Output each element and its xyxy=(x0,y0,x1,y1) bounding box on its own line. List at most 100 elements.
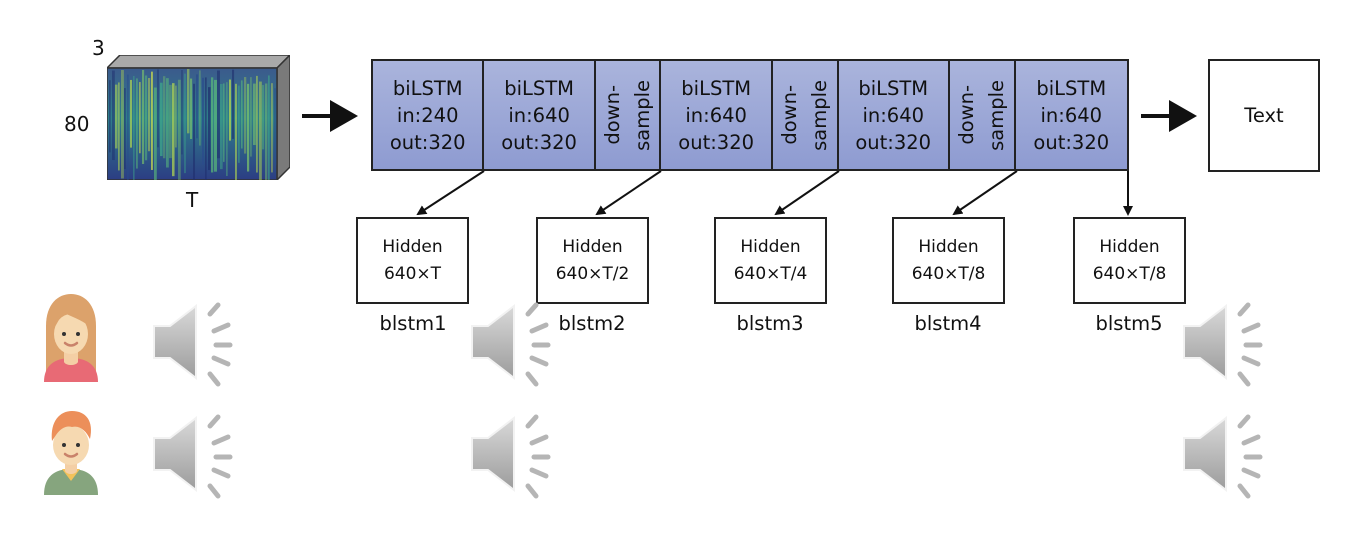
spectrogram-stripe xyxy=(199,70,201,146)
block-output-dim: out:320 xyxy=(1033,130,1110,154)
spectrogram-stripe xyxy=(130,79,132,148)
spectrogram-stripe xyxy=(157,69,159,148)
spectrogram-stripe xyxy=(250,77,252,157)
spectrogram-stripe xyxy=(247,83,250,172)
spectrogram-stripe xyxy=(151,71,153,170)
hidden-box-4: Hidden 640×T/8 xyxy=(892,217,1005,304)
hidden-arrow-3 xyxy=(774,170,840,216)
downsample-label-1: down- xyxy=(777,85,801,145)
spectrogram-stripe xyxy=(124,88,126,170)
male-avatar-icon xyxy=(44,411,98,495)
hidden-title: Hidden xyxy=(740,236,801,257)
hidden-shape: 640×T xyxy=(383,263,442,284)
bilstm-block-4: biLSTM in:640 out:320 xyxy=(839,61,950,169)
block-name: biLSTM xyxy=(392,76,463,100)
block-input-dim: in:640 xyxy=(508,103,570,127)
spectrogram-stripe xyxy=(274,88,277,165)
block-name: biLSTM xyxy=(681,76,752,100)
block-name: biLSTM xyxy=(858,76,929,100)
spectrogram-stripe xyxy=(238,85,240,163)
downsample-label-2: sample xyxy=(807,79,831,151)
spectrogram-stripe xyxy=(187,69,190,134)
spectrogram-stripe xyxy=(232,69,235,139)
spectrogram-stripe xyxy=(265,83,268,180)
block-input-dim: in:240 xyxy=(396,103,459,127)
spectrogram-stripe xyxy=(133,76,135,180)
hidden-name-2: blstm2 xyxy=(558,312,626,335)
hidden-title: Hidden xyxy=(1099,236,1160,257)
block-input-dim: in:640 xyxy=(685,103,747,127)
spectrogram-stripe xyxy=(115,84,118,149)
spectrogram-stripe xyxy=(181,70,183,155)
spectrogram-stripe xyxy=(214,79,217,172)
hidden-name-4: blstm4 xyxy=(914,312,982,335)
downsample-label-1: down- xyxy=(600,85,624,145)
speaker-icon[interactable] xyxy=(468,412,560,504)
spectrogram-stripe xyxy=(235,83,237,180)
spectrogram-input xyxy=(107,55,290,180)
hidden-box-5: Hidden 640×T/8 xyxy=(1073,217,1186,304)
encoder-pipeline: biLSTM in:240 out:320 biLSTM in:640 out:… xyxy=(371,59,1129,171)
spectrogram-stripe xyxy=(160,82,163,157)
spectrogram-stripe xyxy=(175,85,177,148)
spectrogram-stripe xyxy=(271,83,273,173)
spectrogram-stripe xyxy=(220,84,223,170)
spectrogram-stripe xyxy=(154,87,157,180)
spectrogram-stripe xyxy=(145,75,148,161)
hidden-arrow-2 xyxy=(595,170,662,216)
block-output-dim: out:320 xyxy=(678,130,755,154)
spectrogram-stripe xyxy=(190,78,193,139)
spectrogram-stripe xyxy=(244,77,247,154)
spectrogram-stripe xyxy=(226,82,228,177)
spectrogram-stripe xyxy=(112,70,115,161)
spectrogram-stripe xyxy=(208,87,211,171)
spectrogram-stripe xyxy=(229,79,231,141)
spectrogram-stripe xyxy=(178,79,181,180)
spectrogram-stripe xyxy=(223,83,225,162)
spectrogram-stripe xyxy=(259,81,262,180)
hidden-title: Hidden xyxy=(918,236,979,257)
speaker-icon[interactable] xyxy=(1180,412,1272,504)
speaker-icon[interactable] xyxy=(150,300,242,392)
downsample-block-2: down- sample xyxy=(773,61,839,169)
time-label: T xyxy=(186,188,199,212)
spectrogram-stripe xyxy=(142,69,145,165)
spectrogram-stripe xyxy=(205,77,207,180)
downsample-block-1: down- sample xyxy=(596,61,662,169)
spectrogram-stripe xyxy=(136,78,138,169)
spectrogram-stripe xyxy=(127,74,129,180)
spectrogram-stripe xyxy=(211,77,214,173)
spectrogram-stripe xyxy=(262,85,265,150)
spectrogram-stripe xyxy=(163,76,166,159)
block-output-dim: out:320 xyxy=(389,130,466,154)
bilstm-block-1: biLSTM in:240 out:320 xyxy=(373,61,485,169)
hidden-arrow-4 xyxy=(952,170,1018,216)
speaker-icon[interactable] xyxy=(1180,300,1272,392)
hidden-shape: 640×T/4 xyxy=(733,263,808,284)
spectrogram-stripe xyxy=(166,78,169,168)
speaker-icon[interactable] xyxy=(150,412,242,504)
hidden-title: Hidden xyxy=(382,236,443,257)
downsample-block-3: down- sample xyxy=(950,61,1016,169)
spectrogram-stripe xyxy=(268,75,270,180)
text-output-label: Text xyxy=(1244,104,1284,127)
hidden-arrow-1 xyxy=(416,170,485,216)
block-name: biLSTM xyxy=(1036,76,1107,100)
spectrogram-stripe xyxy=(217,70,220,159)
bilstm-block-3: biLSTM in:640 out:320 xyxy=(661,61,773,169)
spectrogram-stripe xyxy=(253,83,256,146)
freq-label: 80 xyxy=(64,112,90,136)
spectrogram-stripe xyxy=(256,75,258,173)
spectrogram-stripe xyxy=(193,83,196,180)
block-output-dim: out:320 xyxy=(855,130,932,154)
hidden-box-3: Hidden 640×T/4 xyxy=(714,217,827,304)
downsample-label-2: sample xyxy=(984,79,1008,151)
hidden-box-1: Hidden 640×T xyxy=(356,217,469,304)
speaker-icon[interactable] xyxy=(468,300,560,392)
bilstm-block-2: biLSTM in:640 out:320 xyxy=(484,61,596,169)
text-output-box: Text xyxy=(1208,59,1320,172)
spectrogram-stripe xyxy=(202,77,205,165)
hidden-name-3: blstm3 xyxy=(736,312,804,335)
spectrogram-stripe xyxy=(169,84,172,159)
